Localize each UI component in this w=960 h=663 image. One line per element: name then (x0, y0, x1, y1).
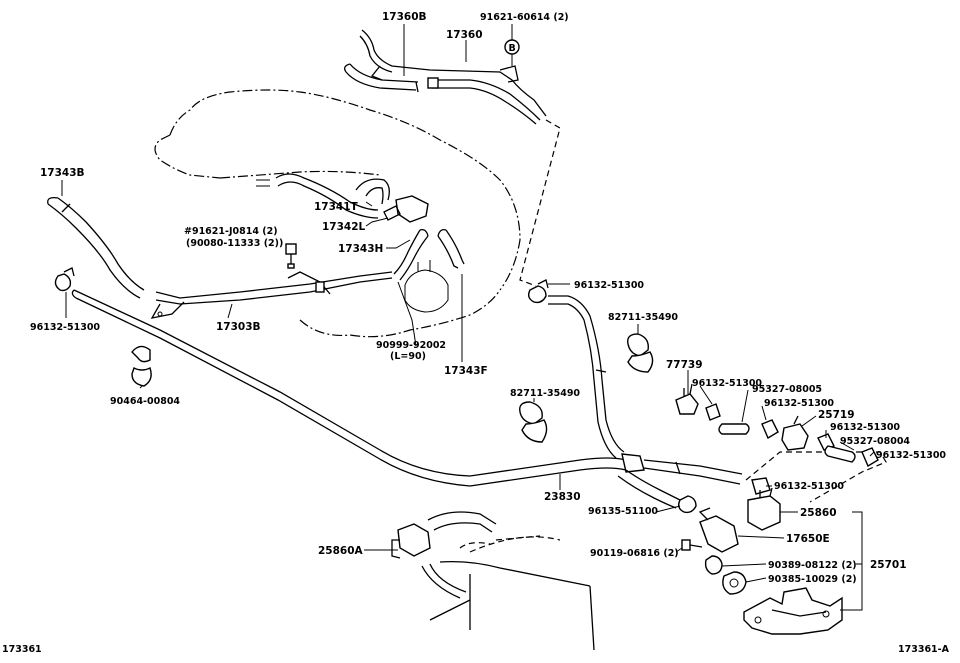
lower-engine-outline (421, 511, 595, 651)
label-17360B: 17360B (382, 11, 427, 23)
label-17360: 17360 (446, 29, 483, 41)
hose-17343F (437, 228, 465, 269)
clamp-96132-top (527, 279, 549, 304)
fitting-96132-lower (751, 477, 771, 495)
label-17343F: 17343F (444, 365, 488, 377)
valve-25719 (761, 415, 809, 451)
label-90119-06816: 90119-06816 (2) (590, 548, 679, 559)
elbow-17342L (355, 178, 429, 223)
label-82711-35490-upper: 82711-35490 (608, 312, 678, 323)
label-17342L: 17342L (322, 221, 366, 233)
engine-outline (154, 89, 521, 338)
bracket-25701 (743, 587, 843, 635)
connection-line-right (745, 451, 887, 503)
pipe-17303B (150, 271, 393, 319)
label-l-90: (L=90) (390, 351, 426, 362)
grommet-90389 (704, 555, 723, 575)
bolt-91621 (285, 243, 297, 269)
hose-17343H (393, 228, 429, 281)
vsv-25860 (747, 487, 781, 531)
clamp-96132-left (54, 267, 75, 292)
label-90464-00804: 90464-00804 (110, 396, 180, 407)
label-95327-08005: 95327-08005 (752, 384, 822, 395)
label-90080-11333: (90080-11333 (2)) (186, 238, 283, 249)
page-code-right: 173361-A (898, 644, 950, 655)
bushing-90385 (722, 571, 747, 595)
hose-17343B (47, 196, 145, 299)
label-77739: 77739 (666, 359, 703, 371)
label-90999-92002: 90999-92002 (376, 340, 446, 351)
vsv-25860A (391, 523, 431, 559)
label-96132-51300-left: 96132-51300 (30, 322, 100, 333)
label-91621-60614: 91621-60614 (2) (480, 12, 569, 23)
hose-95327-08005 (718, 423, 750, 435)
pipe-17360-assembly: B (359, 29, 547, 125)
clip-82711-lower (519, 401, 548, 443)
label-96132-51300-c: 96132-51300 (830, 422, 900, 433)
clamp-96135 (677, 495, 697, 514)
part-17650E (698, 507, 739, 553)
label-96135-51100: 96135-51100 (588, 506, 658, 517)
pipe-23830 (71, 289, 627, 487)
label-96132-51300-a: 96132-51300 (692, 378, 762, 389)
label-96132-51300-top: 96132-51300 (574, 280, 644, 291)
label-90389-08122: 90389-08122 (2) (768, 560, 857, 571)
label-25701: 25701 (870, 559, 907, 571)
label-17343B: 17343B (40, 167, 85, 179)
hose-17341T (256, 173, 379, 219)
label-17341T: 17341T (314, 201, 359, 213)
label-90385-10029: 90385-10029 (2) (768, 574, 857, 585)
label-25719: 25719 (818, 409, 855, 421)
page-code-left: 173361 (2, 644, 42, 655)
valve-77739 (675, 383, 721, 421)
clip-82711-upper (627, 333, 654, 373)
label-17650E: 17650E (786, 533, 830, 545)
hose-17360B (344, 63, 419, 93)
label-25860A: 25860A (318, 545, 364, 557)
callout-labels: 17360B 91621-60614 (2) 17360 17343B #916… (2, 11, 950, 655)
label-17343H: 17343H (338, 243, 383, 255)
label-82711-35490-lower: 82711-35490 (510, 388, 580, 399)
label-96132-51300-d: 96132-51300 (876, 450, 946, 461)
connection-line-top (519, 119, 561, 287)
label-96132-51300-e: 96132-51300 (774, 481, 844, 492)
junction (617, 453, 743, 509)
label-95327-08004: 95327-08004 (840, 436, 910, 447)
label-23830: 23830 (544, 491, 581, 503)
bolt-90119 (681, 539, 703, 551)
leader-lines (61, 24, 875, 611)
clip-90464 (131, 345, 152, 387)
label-91621-J0814: #91621-J0814 (2) (184, 226, 278, 237)
label-96132-51300-b: 96132-51300 (764, 398, 834, 409)
label-25860: 25860 (800, 507, 837, 519)
hose-vertical (548, 295, 625, 459)
svg-text:B: B (509, 43, 516, 54)
label-17303B: 17303B (216, 321, 261, 333)
